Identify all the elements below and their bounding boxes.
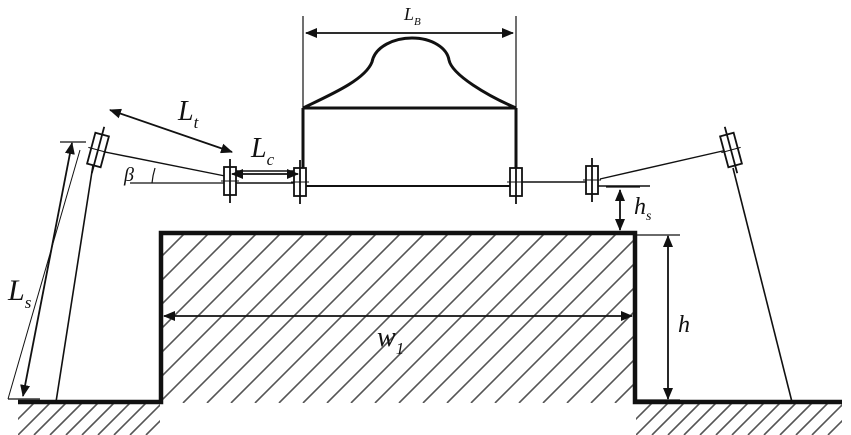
- ground-hatching-left: [18, 403, 210, 435]
- right-outrigger-leg: [732, 167, 793, 403]
- joint-left-body: [291, 160, 309, 204]
- ground-hatch-line: [651, 403, 685, 435]
- ground-hatch-line: [699, 403, 733, 435]
- ground-hatch-line: [65, 403, 99, 435]
- hatch-line: [161, 233, 210, 283]
- vehicle-body: [301, 36, 518, 187]
- label-w1: w1: [377, 322, 404, 358]
- label-beta: β: [123, 164, 134, 186]
- ls-dimension: [20, 142, 75, 397]
- ground-hatch-line: [18, 403, 51, 435]
- beta-angle: [130, 167, 230, 184]
- ground-hatch-line: [731, 403, 765, 435]
- ground-hatch-line: [779, 403, 813, 435]
- label-lt: Lt: [177, 96, 200, 132]
- hatch-line: [161, 233, 234, 307]
- ground-hatching-right: [636, 403, 851, 435]
- ground-hatch-line: [811, 403, 842, 435]
- ground-hatch-line: [747, 403, 781, 435]
- ground-hatch-line: [162, 403, 194, 435]
- ground-and-block-outline: [18, 230, 842, 405]
- ground-hatch-line: [636, 403, 669, 435]
- lb-extension-lines: [302, 16, 517, 108]
- label-lb: LB: [403, 4, 421, 28]
- block-hatching: [161, 233, 851, 403]
- hatch-line: [735, 233, 851, 403]
- joint-left-inner: [221, 159, 239, 203]
- hatch-line: [614, 381, 635, 403]
- ground-hatch-line: [844, 403, 851, 435]
- hatch-line: [687, 233, 851, 403]
- axle-lines: [94, 149, 728, 187]
- lt-dimension: [109, 108, 233, 154]
- label-lc: Lc: [250, 133, 275, 169]
- hatch-line: [161, 233, 162, 235]
- ground-hatch-line: [827, 419, 842, 435]
- ground-hatch-line: [18, 403, 19, 405]
- dimension-arrows: [20, 28, 673, 400]
- ground-hatch-line: [178, 403, 210, 435]
- joint-right-outrigger: [718, 126, 744, 174]
- ground-hatch-line: [145, 419, 160, 435]
- ground-hatch-line: [129, 403, 160, 435]
- hatch-line: [590, 357, 635, 403]
- ground-hatch-line: [81, 403, 115, 435]
- ground-hatch-line: [113, 403, 147, 435]
- hatch-line: [711, 233, 851, 403]
- ground-hatch-line: [636, 403, 653, 421]
- joint-right-body: [507, 160, 525, 204]
- joint-right-inner: [583, 158, 601, 202]
- ground-hatch-line: [49, 403, 83, 435]
- ground-hatch-line: [18, 403, 35, 421]
- ground-hatch-line: [97, 403, 131, 435]
- hatch-line: [759, 233, 851, 403]
- hatch-line: [566, 333, 635, 403]
- body-roof-curve: [302, 36, 517, 110]
- ground-hatch-line: [636, 403, 637, 405]
- label-ls: Ls: [7, 274, 32, 312]
- extension-ticks: [8, 141, 680, 401]
- ground-hatch-line: [667, 403, 701, 435]
- label-h: h: [678, 312, 690, 338]
- hatch-line: [783, 233, 851, 403]
- ground-hatch-line: [715, 403, 749, 435]
- ground-hatch-line: [763, 403, 797, 435]
- label-hs: hs: [634, 194, 652, 224]
- ground-hatch-line: [795, 403, 829, 435]
- hatch-line: [639, 233, 809, 403]
- joint-left-outrigger: [85, 126, 111, 174]
- ground-hatch-line: [33, 403, 67, 435]
- ground-hatch-line: [683, 403, 717, 435]
